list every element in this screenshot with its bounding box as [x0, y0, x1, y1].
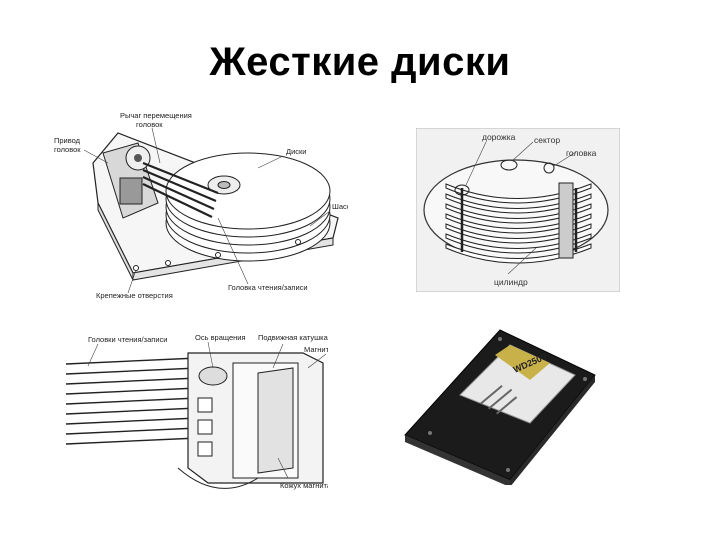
- label-track: дорожка: [482, 132, 516, 142]
- label-magnet-case: Кожух магнита: [280, 481, 328, 490]
- label-rw-heads: Головки чтения/записи: [88, 335, 167, 344]
- label-holes: Крепежные отверстия: [96, 291, 173, 300]
- hdd-internals-diagram: Рычаг перемещения головок Привод головок…: [54, 111, 348, 300]
- wd-drive-illustration: WD2500: [404, 329, 596, 485]
- label-drive-line2: головок: [54, 145, 81, 154]
- label-coil: Подвижная катушка: [258, 333, 328, 342]
- label-chassis: Шасси: [332, 202, 348, 211]
- label-actuator-line2: головок: [136, 120, 163, 129]
- label-magnet: Магнит: [304, 345, 328, 354]
- label-cylinder: цилиндр: [494, 277, 528, 287]
- slide-title: Жесткие диски: [209, 40, 511, 84]
- actuator-assembly-diagram: Головки чтения/записи Ось вращения Подви…: [65, 333, 328, 490]
- label-axis: Ось вращения: [195, 333, 246, 342]
- platter-schematic: дорожка сектор головка цилиндр: [416, 128, 620, 292]
- label-heads: Головка чтения/записи: [228, 283, 308, 292]
- label-actuator-1: Рычаг перемещения головок: [120, 111, 194, 129]
- label-drive: Привод головок: [54, 136, 82, 154]
- label-sector: сектор: [534, 135, 560, 145]
- label-head: головка: [566, 148, 597, 158]
- label-drive-line1: Привод: [54, 136, 81, 145]
- label-actuator-line1: Рычаг перемещения: [120, 111, 192, 120]
- label-disks: Диски: [286, 147, 307, 156]
